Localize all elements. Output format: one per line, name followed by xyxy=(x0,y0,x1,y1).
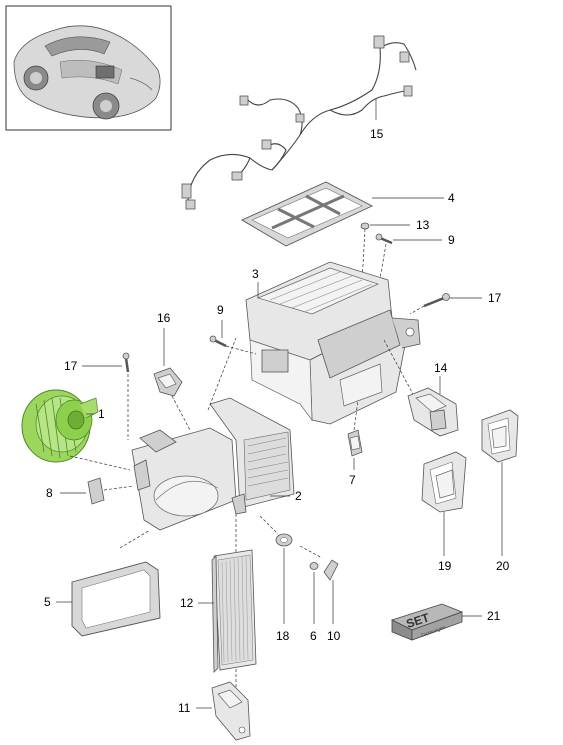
part-20-air-duct[interactable] xyxy=(481,409,519,463)
callout-17b: 17 xyxy=(488,291,502,305)
part-4-filter-frame[interactable] xyxy=(241,181,374,247)
part-3-hvac-housing[interactable] xyxy=(245,261,421,425)
callout-1: 1 xyxy=(98,407,105,421)
callout-16: 16 xyxy=(157,311,171,325)
part-17-screw-left[interactable] xyxy=(122,352,130,373)
callout-19: 19 xyxy=(438,559,452,573)
part-1-blower-motor[interactable] xyxy=(21,389,99,463)
part-13-clip[interactable] xyxy=(360,222,370,230)
part-9-screw-left[interactable] xyxy=(209,335,227,348)
vehicle-thumbnail xyxy=(5,5,172,131)
callout-7: 7 xyxy=(349,473,356,487)
part-6-clip[interactable] xyxy=(309,562,319,570)
part-12-heat-exchanger[interactable] xyxy=(211,549,257,673)
callout-20: 20 xyxy=(496,559,510,573)
part-15-wiring-harness[interactable] xyxy=(181,35,417,210)
callout-14: 14 xyxy=(434,361,448,375)
callout-12: 12 xyxy=(180,596,194,610)
callout-2: 2 xyxy=(295,489,302,503)
callout-15: 15 xyxy=(370,127,384,141)
part-19-air-duct[interactable] xyxy=(421,451,467,513)
part-18-grommet[interactable] xyxy=(275,533,293,547)
part-11-mounting-bracket[interactable] xyxy=(211,681,251,741)
callout-21: 21 xyxy=(487,609,501,623)
part-14-bracket[interactable] xyxy=(407,387,459,437)
part-16-blower-resistor[interactable] xyxy=(153,367,183,397)
callout-13: 13 xyxy=(416,218,430,232)
callout-18: 18 xyxy=(276,629,290,643)
part-5-gasket[interactable] xyxy=(71,561,161,637)
callout-6: 6 xyxy=(310,629,317,643)
part-9-screw-upper[interactable] xyxy=(375,233,393,245)
part-17-screw-right[interactable] xyxy=(423,293,450,308)
callout-10: 10 xyxy=(327,629,341,643)
callout-5: 5 xyxy=(44,595,51,609)
part-7-actuator[interactable] xyxy=(347,429,363,457)
part-8-connector[interactable] xyxy=(87,477,105,505)
callout-8: 8 xyxy=(46,486,53,500)
callout-9b: 9 xyxy=(448,233,455,247)
part-10-sensor[interactable] xyxy=(299,545,339,581)
part-21-seal-set[interactable]: SET Dichtungen xyxy=(390,603,464,641)
callout-3: 3 xyxy=(252,267,259,281)
part-2-lower-housing[interactable] xyxy=(131,397,295,531)
callout-9a: 9 xyxy=(217,303,224,317)
callout-17a: 17 xyxy=(64,359,78,373)
car-illustration xyxy=(13,25,161,120)
callout-4: 4 xyxy=(448,191,455,205)
callout-11: 11 xyxy=(178,701,191,715)
